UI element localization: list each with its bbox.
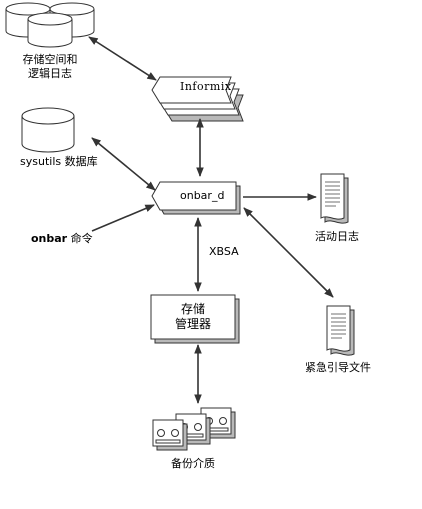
sysutils-database-label: sysutils 数据库: [20, 155, 98, 168]
sysutils-database-icon: [21, 107, 75, 153]
storage-space-label-line2: 逻辑日志: [28, 67, 72, 80]
onbar-d-label: onbar_d: [180, 189, 225, 202]
storage-space-label: 存储空间和 逻辑日志: [14, 53, 86, 81]
informix-label: Informix: [180, 80, 232, 93]
storage-manager-label-line1: 存储: [180, 302, 205, 316]
onbar-command-suffix: 命令: [67, 232, 93, 245]
storage-manager-label: 存储 管理器: [151, 302, 235, 332]
onbar-d-box: [151, 181, 241, 215]
storage-manager-box: [150, 294, 240, 344]
activity-log-document-icon: [320, 173, 349, 224]
informix-stack-icon: [151, 76, 244, 122]
emergency-boot-file-label: 紧急引导文件: [305, 361, 371, 374]
backup-media-tapes-icon: [152, 407, 236, 451]
arrow-onbar-d-emergency-boot-file: [243, 207, 334, 298]
xbsa-label: XBSA: [209, 245, 239, 258]
backup-media-label: 备份介质: [171, 457, 215, 470]
arrow-onbar-cmd-onbar-d: [91, 204, 155, 232]
activity-log-label: 活动日志: [315, 230, 359, 243]
storage-manager-label-line2: 管理器: [174, 317, 211, 331]
storage-space-label-line1: 存储空间和: [22, 53, 78, 66]
storage-space-cylinders-icon: [5, 2, 95, 48]
emergency-boot-file-document-icon: [326, 305, 355, 356]
arrow-storage-informix: [88, 36, 157, 81]
onbar-command-label: onbar 命令: [31, 232, 93, 246]
onbar-command-name: onbar: [31, 232, 68, 245]
arrow-sysutils-onbar-d: [91, 137, 156, 191]
